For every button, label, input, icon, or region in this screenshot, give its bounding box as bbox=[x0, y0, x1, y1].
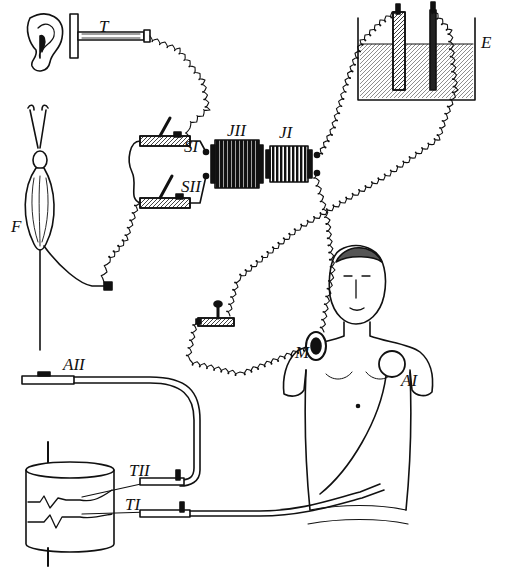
coiled-wire bbox=[317, 8, 398, 155]
induction-coil bbox=[204, 140, 320, 188]
part-label: SII bbox=[180, 178, 202, 195]
key bbox=[196, 301, 234, 326]
tambour bbox=[22, 372, 200, 486]
part-label: F bbox=[10, 218, 22, 235]
part-label: SI bbox=[183, 138, 199, 155]
switch bbox=[129, 118, 206, 208]
kymograph bbox=[26, 442, 114, 566]
ear bbox=[28, 14, 63, 71]
part-label: JII bbox=[226, 122, 247, 139]
part-label: TI bbox=[124, 496, 141, 513]
battery-cell bbox=[358, 2, 475, 100]
coiled-wire bbox=[101, 203, 140, 282]
part-label: AII bbox=[62, 356, 86, 373]
wire bbox=[101, 8, 458, 376]
coiled-wire bbox=[314, 173, 335, 332]
human-figure bbox=[284, 246, 433, 525]
coiled-wire bbox=[186, 322, 306, 376]
part-label: M bbox=[294, 344, 310, 361]
part-label: TII bbox=[128, 462, 151, 479]
muscle-preparation bbox=[25, 105, 112, 350]
part-label: T bbox=[98, 18, 109, 35]
part-label: JI bbox=[278, 124, 293, 141]
part-label: AI bbox=[400, 372, 418, 389]
telephone-receiver bbox=[70, 14, 150, 58]
part-label: E bbox=[480, 34, 492, 51]
coiled-wire bbox=[227, 8, 458, 316]
coiled-wire bbox=[150, 36, 210, 138]
